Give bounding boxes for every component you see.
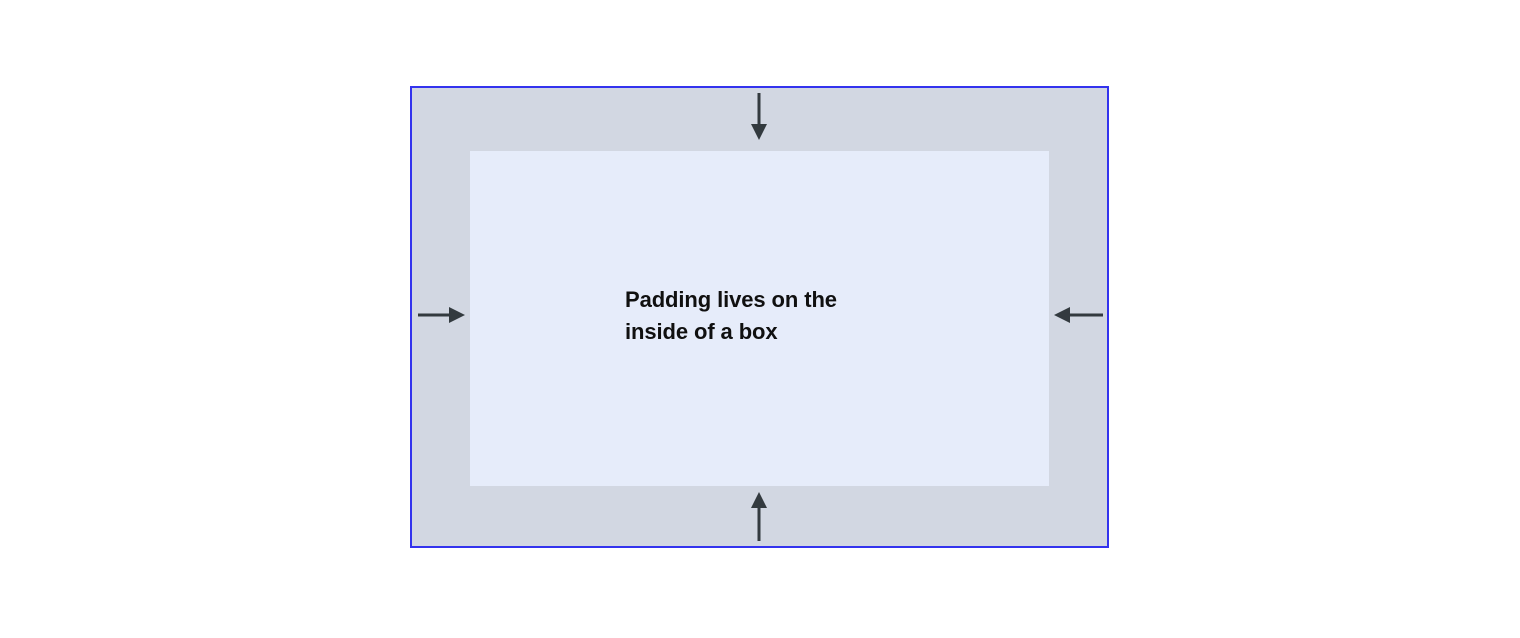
padding-arrow-bottom-icon (742, 489, 776, 541)
padding-arrow-top-icon (742, 93, 776, 141)
padding-arrow-right-icon (1051, 300, 1105, 330)
padding-arrow-left-icon (415, 300, 467, 330)
content-box (470, 151, 1049, 486)
content-label: Padding lives on the inside of a box (625, 287, 837, 344)
